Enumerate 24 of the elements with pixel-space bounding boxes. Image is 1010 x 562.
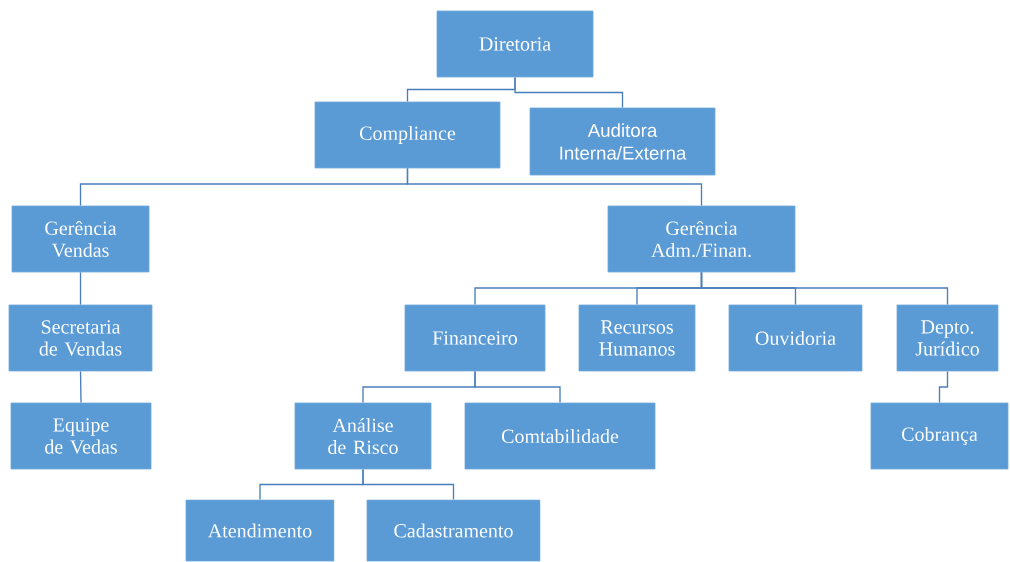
connector-line: [362, 468, 455, 501]
org-box: Depto. Jurídico: [896, 304, 999, 372]
org-box: Comtabilidade: [464, 402, 656, 470]
connector-line: [406, 167, 703, 207]
org-box: Análise de Risco: [294, 402, 432, 470]
org-box: Secretaria de Vendas: [8, 304, 153, 372]
org-box: Equipe de Vedas: [10, 402, 152, 470]
org-box: Financeiro: [404, 304, 546, 372]
org-box: Recursos Humanos: [578, 304, 696, 372]
org-box: Gerência Vendas: [11, 205, 150, 273]
org-box: Ouvidoria: [728, 304, 863, 372]
org-box: Gerência Adm./Finan.: [607, 205, 796, 273]
org-box: Atendimento: [185, 499, 335, 562]
org-box: Cadastramento: [366, 499, 541, 562]
connector-line: [700, 271, 949, 306]
connector-line: [79, 271, 82, 306]
connector-line: [938, 370, 949, 404]
connector-line: [514, 76, 624, 109]
connector-line: [474, 370, 561, 404]
connector-line: [79, 370, 82, 404]
org-box: Compliance: [314, 101, 501, 169]
org-box: Auditora Interna/Externa: [529, 107, 716, 176]
org-box: Diretoria: [436, 10, 594, 78]
org-box: Cobrança: [870, 402, 1009, 470]
